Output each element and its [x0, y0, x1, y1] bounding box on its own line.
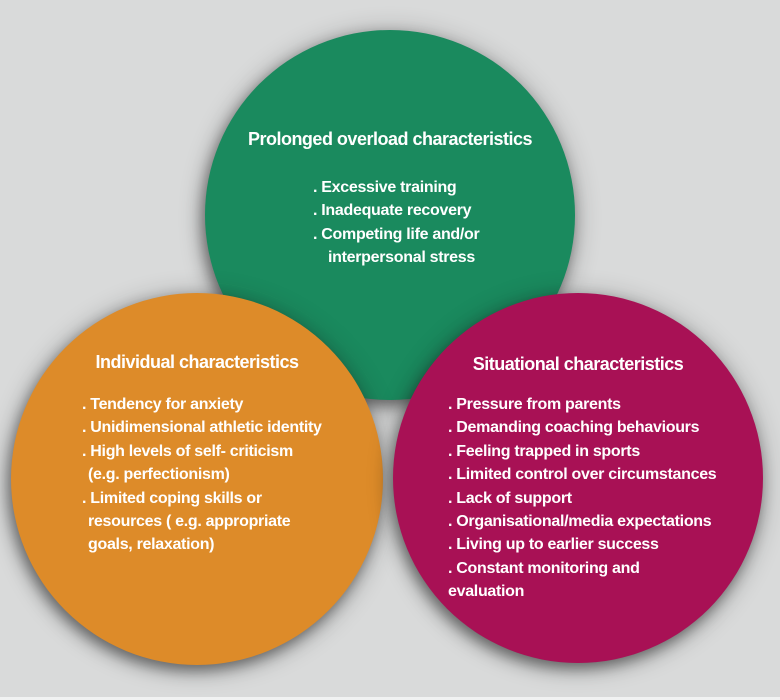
bullet-list-situational: . Pressure from parents . Demanding coach… — [448, 393, 717, 604]
bullet-list-individual: . Tendency for anxiety . Unidimensional a… — [82, 393, 322, 557]
bullet-line: . Limited coping skills or — [82, 489, 262, 507]
bullet-line: . Excessive training — [313, 179, 457, 196]
circle-title-situational: Situational characteristics — [472, 354, 684, 374]
bullet-line: . Limited control over circumstances — [448, 466, 717, 484]
bullet-line: goals, relaxation) — [88, 536, 215, 554]
bullet-line: . Feeling trapped in sports — [448, 442, 640, 460]
bullet-line: interpersonal stress — [328, 249, 475, 267]
bullet-line: . Inadequate recovery — [313, 202, 472, 220]
circle-title-prolonged-overload: Prolonged overload characteristics — [247, 129, 533, 149]
circle-title-individual: Individual characteristics — [95, 352, 299, 372]
bullet-line: resources ( e.g. appropriate — [88, 513, 291, 531]
circle-individual: Individual characteristics . Tendency fo… — [11, 293, 383, 665]
bullet-line: . Tendency for anxiety — [82, 396, 244, 413]
bullet-line: . Lack of support — [448, 489, 572, 507]
bullet-line: . Pressure from parents — [448, 396, 621, 413]
bullet-line: . High levels of self- criticism — [82, 442, 293, 460]
bullet-line: . Constant monitoring and — [448, 559, 640, 577]
bullet-list-prolonged-overload: . Excessive training . Inadequate recover… — [313, 176, 480, 270]
bottom-edge-strip — [0, 697, 780, 700]
bullet-line: evaluation — [448, 583, 525, 601]
bullet-line: . Competing life and/or — [313, 225, 480, 243]
bullet-line: . Unidimensional athletic identity — [82, 419, 322, 437]
bullet-line: (e.g. perfectionism) — [88, 466, 230, 484]
bullet-line: . Living up to earlier success — [448, 536, 659, 554]
bullet-line: . Demanding coaching behaviours — [448, 419, 700, 437]
bullet-line: . Organisational/media expectations — [448, 513, 712, 531]
circle-situational: Situational characteristics . Pressure f… — [393, 293, 763, 663]
